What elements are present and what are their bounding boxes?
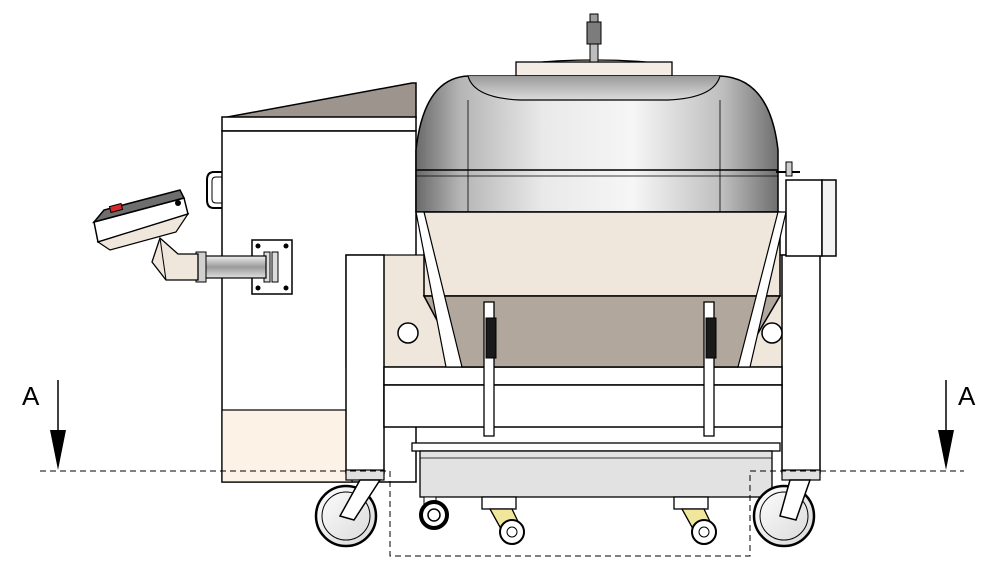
crossbar-upper — [383, 366, 783, 386]
pivot-hole-right — [761, 322, 783, 344]
pivot-hole-left — [397, 322, 419, 344]
hopper-top — [221, 82, 417, 119]
section-label-left: A — [22, 381, 40, 411]
caster-left — [314, 479, 382, 548]
emergency-stop-button[interactable] — [108, 202, 124, 214]
caster-yellow-right — [673, 496, 717, 545]
right-leg — [781, 254, 821, 474]
control-arm — [91, 189, 293, 295]
section-arrow-left-icon — [50, 380, 66, 470]
latch-left[interactable] — [483, 301, 497, 437]
crossbar-lower — [383, 384, 783, 428]
latch-right[interactable] — [703, 301, 717, 437]
mixing-drum — [415, 13, 787, 368]
control-panel[interactable] — [91, 189, 190, 251]
caster-yellow-left — [481, 496, 525, 545]
section-label-right: A — [958, 381, 976, 411]
cabinet-handle — [206, 171, 222, 209]
section-line — [40, 470, 964, 557]
support-pipe — [199, 255, 267, 279]
caster-small-black — [419, 496, 449, 530]
collection-tray[interactable] — [411, 442, 781, 498]
drum-trough — [422, 295, 782, 368]
valve-icon[interactable] — [586, 13, 602, 63]
right-gear-housing — [776, 161, 837, 257]
section-arrow-right-icon — [938, 380, 954, 470]
left-leg — [345, 254, 385, 474]
panel-knob-icon[interactable] — [175, 200, 181, 206]
drum-band — [423, 211, 781, 297]
cabinet-base — [221, 409, 353, 483]
pipe-elbow — [151, 236, 199, 281]
caster-right — [752, 479, 816, 548]
